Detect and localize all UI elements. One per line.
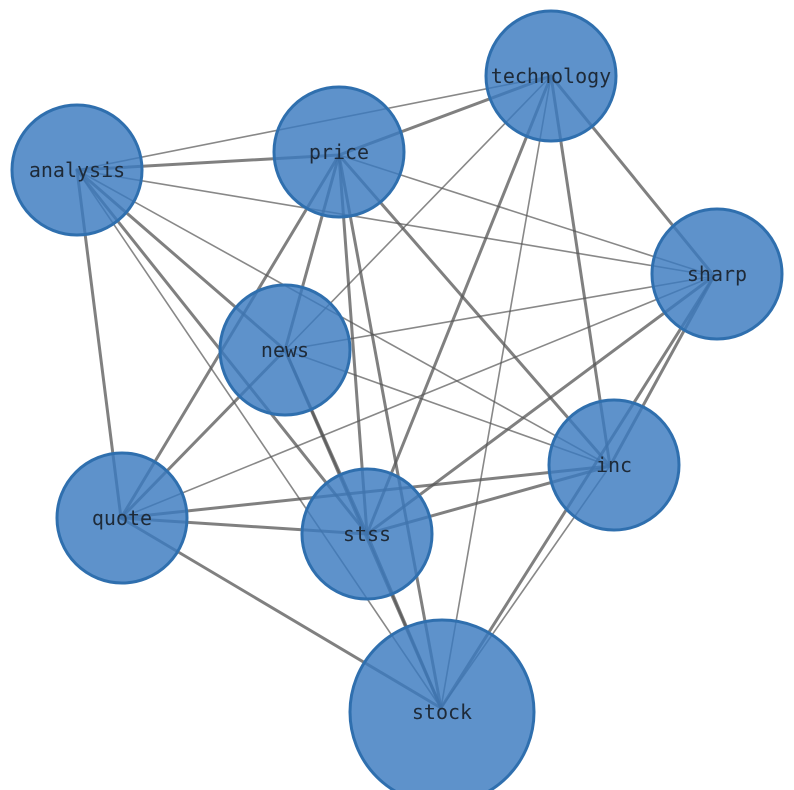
node-label-news: news xyxy=(261,338,309,362)
node-label-technology: technology xyxy=(491,64,611,88)
edge-sharp-news xyxy=(284,275,715,351)
node-circle-price xyxy=(272,85,406,219)
node-label-price: price xyxy=(309,140,369,164)
node-technology: technology xyxy=(484,9,618,143)
node-circle-news xyxy=(218,283,352,417)
edge-analysis-inc xyxy=(76,169,611,467)
node-price: price xyxy=(272,85,406,219)
edge-sharp-stss xyxy=(365,274,716,536)
edge-technology-stss xyxy=(365,74,553,536)
edge-technology-stock xyxy=(440,75,552,709)
node-stock: stock xyxy=(348,618,536,790)
node-analysis: analysis xyxy=(10,103,144,237)
node-quote: quote xyxy=(55,451,189,585)
node-label-sharp: sharp xyxy=(687,262,747,286)
node-label-stock: stock xyxy=(412,700,472,724)
node-news: news xyxy=(218,283,352,417)
node-sharp: sharp xyxy=(650,207,784,341)
node-circle-technology xyxy=(484,9,618,143)
edge-analysis-sharp xyxy=(76,169,715,277)
edge-price-inc xyxy=(337,153,612,468)
node-circle-inc xyxy=(547,398,681,532)
node-stss: stss xyxy=(300,467,434,601)
node-circle-stock xyxy=(348,618,536,790)
node-label-stss: stss xyxy=(343,522,391,546)
node-inc: inc xyxy=(547,398,681,532)
node-circle-quote xyxy=(55,451,189,585)
node-label-analysis: analysis xyxy=(29,158,125,182)
node-circle-sharp xyxy=(650,207,784,341)
edge-analysis-stock xyxy=(76,169,442,709)
node-label-quote: quote xyxy=(92,506,152,530)
nodes-layer: technology price analysis sharp news inc quote… xyxy=(10,9,784,790)
node-circle-stss xyxy=(300,467,434,601)
node-label-inc: inc xyxy=(596,453,632,477)
node-circle-analysis xyxy=(10,103,144,237)
edge-price-stock xyxy=(337,153,443,710)
